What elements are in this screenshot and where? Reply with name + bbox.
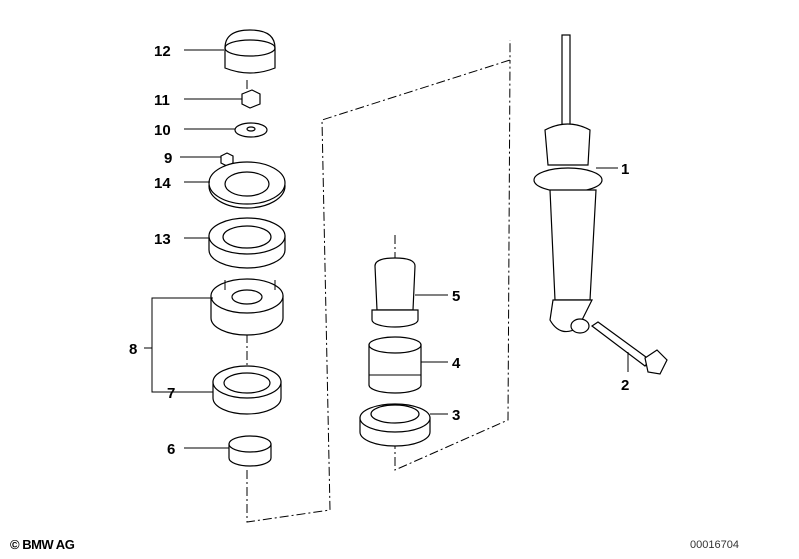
part-10-washer <box>234 122 268 138</box>
part-3-ring <box>359 403 431 447</box>
callout-1: 1 <box>621 161 629 178</box>
part-14-plate <box>208 161 286 209</box>
part-4-sleeve <box>368 336 422 394</box>
callout-6: 6 <box>167 441 175 458</box>
part-13-ring <box>208 217 286 269</box>
callout-10: 10 <box>154 122 171 139</box>
part-1-shock-absorber <box>533 34 603 334</box>
part-8-mount <box>210 278 284 336</box>
callout-3: 3 <box>452 407 460 424</box>
part-11-nut <box>241 89 261 109</box>
callout-13: 13 <box>154 231 171 248</box>
part-2-bolt <box>590 321 668 375</box>
callout-4: 4 <box>452 355 461 372</box>
callout-7: 7 <box>167 385 175 402</box>
callout-2: 2 <box>621 377 629 394</box>
part-7-ring <box>212 365 282 415</box>
leader-lines <box>144 49 629 449</box>
part-12-cap <box>224 29 276 74</box>
callout-14: 14 <box>154 175 171 192</box>
copyright-text: © BMW AG <box>10 537 75 552</box>
drawing-number: 00016704 <box>690 539 739 551</box>
callout-5: 5 <box>452 288 460 305</box>
callout-8: 8 <box>129 341 137 358</box>
part-5-bump-stop <box>371 257 419 328</box>
part-6-bump-cap <box>228 435 272 467</box>
callout-9: 9 <box>164 150 172 167</box>
callout-12: 12 <box>154 43 171 60</box>
callout-11: 11 <box>154 92 170 109</box>
